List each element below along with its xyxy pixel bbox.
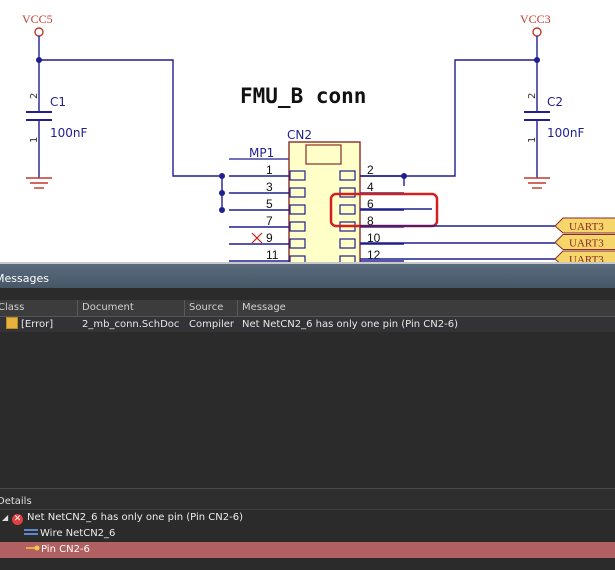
power-label-right: VCC3 <box>520 12 551 26</box>
pin-number-right-10: 10 <box>367 231 381 245</box>
collapse-arrow-icon[interactable]: ◢ <box>2 513 9 522</box>
pin-number-right-4: 4 <box>367 180 374 194</box>
messages-column-header: Class Document Source Message <box>0 300 615 317</box>
net-label-text-1: UART3 <box>569 221 604 233</box>
messages-title-text: Messages <box>0 272 49 285</box>
cap-left-value: 100nF <box>50 126 88 140</box>
pin-number-right-12: 12 <box>367 248 381 262</box>
net-label-shape-2[interactable] <box>554 234 615 250</box>
cap-right-ref: C2 <box>547 95 563 109</box>
cap-right-pin-top: 2 <box>527 93 538 99</box>
ground-symbol-right <box>524 177 550 189</box>
column-class[interactable]: Class <box>0 300 78 316</box>
schematic-canvas[interactable]: VCC5 2 C1 100nF 1 VCC3 2 C2 100nF 1 <box>0 0 615 262</box>
power-port-right <box>532 27 542 37</box>
message-document: 2_mb_conn.SchDoc <box>82 319 180 330</box>
pin-slot-left-9 <box>289 238 306 249</box>
net-label-text-3: UART3 <box>569 254 604 262</box>
pin-number-right-2: 2 <box>367 163 374 177</box>
details-root-label: Net NetCN2_6 has only one pin (Pin CN2-6… <box>27 512 243 523</box>
column-document[interactable]: Document <box>78 300 185 316</box>
power-label-left: VCC5 <box>22 12 53 26</box>
details-tree-wire[interactable]: Wire NetCN2_6 <box>0 526 615 542</box>
connector-ref: CN2 <box>287 128 312 142</box>
net-label-text-2: UART3 <box>569 238 604 250</box>
column-message[interactable]: Message <box>242 302 286 313</box>
net-label-shape-1[interactable] <box>554 217 615 234</box>
pin-slot-right-2 <box>339 170 356 181</box>
pin-number-left-5: 5 <box>266 197 273 211</box>
connector-pins: 1 3 5 7 9 11 2 4 6 8 10 12 <box>229 163 404 262</box>
pin-slot-left-11 <box>289 255 306 262</box>
pin-slot-left-5 <box>289 204 306 215</box>
power-port-left <box>34 27 44 37</box>
pin-slot-left-3 <box>289 187 306 198</box>
error-square-icon <box>6 317 18 329</box>
messages-panel-title[interactable]: Messages <box>0 262 615 288</box>
pin-number-right-6: 6 <box>367 197 374 211</box>
details-tree-root[interactable]: ◢✕ Net NetCN2_6 has only one pin (Pin CN2… <box>0 510 615 526</box>
cap-right-value: 100nF <box>547 126 585 140</box>
error-circle-icon: ✕ <box>12 514 23 525</box>
mounting-pad-label: MP1 <box>249 146 274 160</box>
details-pin-label: Pin CN2-6 <box>41 544 90 555</box>
pin-number-left-9: 9 <box>266 231 273 245</box>
pin-number-left-3: 3 <box>266 180 273 194</box>
connector-body[interactable] <box>288 141 361 262</box>
pin-slot-right-4 <box>339 187 356 198</box>
message-class: [Error] <box>21 319 54 330</box>
cap-left-pin-bottom: 1 <box>29 137 40 143</box>
column-source[interactable]: Source <box>185 300 238 316</box>
pin-icon <box>26 545 40 551</box>
pin-slot-left-7 <box>289 221 306 232</box>
ground-symbol-left <box>26 177 52 189</box>
pin-number-left-1: 1 <box>266 163 273 177</box>
pin-slot-right-10 <box>339 238 356 249</box>
pin-number-left-7: 7 <box>266 214 273 228</box>
details-panel-title: Details <box>0 489 615 510</box>
details-wire-label: Wire NetCN2_6 <box>40 528 116 539</box>
cap-left-ref: C1 <box>50 95 66 109</box>
cap-right-pin-bottom: 1 <box>527 137 538 143</box>
message-text: Net NetCN2_6 has only one pin (Pin CN2-6… <box>242 319 458 330</box>
net-label-shape-3[interactable] <box>554 250 615 262</box>
message-source: Compiler <box>189 319 235 330</box>
pin-slot-left-1 <box>289 170 306 181</box>
pin-number-left-11: 11 <box>266 248 279 262</box>
pin-slot-right-6 <box>339 204 356 215</box>
message-row[interactable]: [Error] 2_mb_conn.SchDoc Compiler Net Ne… <box>0 317 615 332</box>
message-class-cell: [Error] <box>0 317 78 332</box>
details-panel: Details ◢✕ Net NetCN2_6 has only one pin … <box>0 488 615 570</box>
pin-number-right-8: 8 <box>367 214 374 228</box>
sheet-title: FMU_B conn <box>240 84 366 108</box>
details-tree-pin[interactable]: Pin CN2-6 <box>0 542 615 558</box>
pin-slot-right-12 <box>339 255 356 262</box>
no-connect-marker <box>251 232 263 244</box>
details-title-text: Details <box>0 496 32 507</box>
cap-left-pin-top: 2 <box>29 93 40 99</box>
wire-icon <box>24 529 38 535</box>
messages-panel: Messages Class Document Source Message [… <box>0 262 615 488</box>
